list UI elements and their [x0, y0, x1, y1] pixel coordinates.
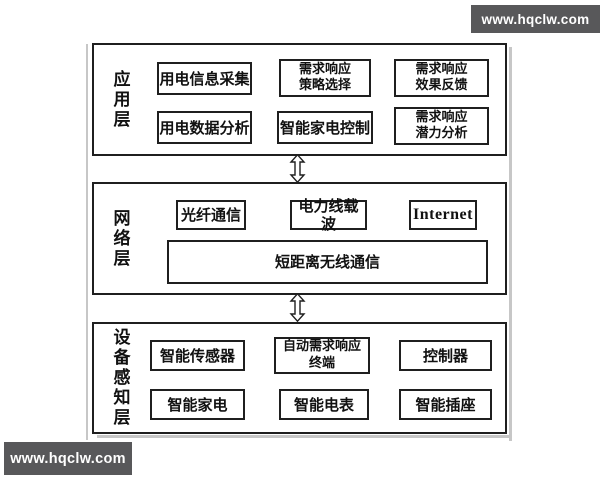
node-internet: Internet [409, 200, 477, 230]
network-layer-box: 网络层 光纤通信 电力线载波 Internet 短距离无线通信 [92, 182, 507, 295]
node-demand-response-potential: 需求响应 潜力分析 [394, 107, 489, 145]
node-fiber-communication: 光纤通信 [176, 200, 246, 230]
watermark-bottom-left: www.hqclw.com [4, 442, 132, 475]
node-smart-socket: 智能插座 [399, 389, 492, 420]
scan-shadow-right [509, 47, 512, 441]
node-auto-demand-response-terminal: 自动需求响应 终端 [274, 337, 370, 374]
layer1-layer2-arrow-icon [289, 154, 306, 183]
node-short-range-wireless: 短距离无线通信 [167, 240, 488, 284]
device-perception-layer-label: 设备感知层 [113, 327, 131, 429]
node-smart-sensor: 智能传感器 [150, 340, 245, 371]
layer2-layer3-arrow-icon [289, 293, 306, 322]
network-layer-label: 网络层 [113, 208, 131, 269]
node-demand-response-strategy: 需求响应 策略选择 [279, 59, 371, 97]
node-power-data-analysis: 用电数据分析 [157, 111, 252, 144]
node-power-line-carrier: 电力线载波 [290, 197, 367, 233]
device-perception-layer-box: 设备感知层 智能传感器 自动需求响应 终端 控制器 智能家电 智能电表 智能插座 [92, 322, 507, 434]
node-power-info-collection: 用电信息采集 [157, 62, 252, 95]
watermark-top-right: www.hqclw.com [471, 5, 600, 33]
node-smart-appliance: 智能家电 [150, 389, 245, 420]
application-layer-box: 应用层 用电信息采集 需求响应 策略选择 需求响应 效果反馈 用电数据分析 智能… [92, 43, 507, 156]
node-controller: 控制器 [399, 340, 492, 371]
node-demand-response-feedback: 需求响应 效果反馈 [394, 59, 489, 97]
application-layer-label: 应用层 [113, 69, 131, 130]
node-smart-meter: 智能电表 [279, 389, 369, 420]
scan-shadow-left [86, 44, 88, 440]
node-smart-appliance-control: 智能家电控制 [277, 111, 373, 144]
scan-shadow-bottom [97, 435, 509, 438]
